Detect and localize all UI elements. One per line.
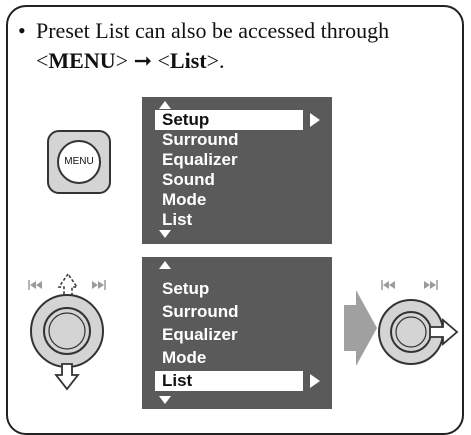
scroll-down-icon [159,396,171,404]
menu-item: List [162,210,193,229]
skip-back-icon [28,280,42,290]
skip-forward-icon [92,280,106,290]
menu-item: Sound [162,170,215,189]
menu-keyword: MENU [48,48,116,73]
scroll-up-icon [159,261,171,269]
right-arrow-icon [429,318,459,346]
menu-item: Setup [162,279,210,298]
menu-item: Setup [155,110,303,130]
up-arrow-icon [57,272,79,298]
dial-icon[interactable] [0,0,471,422]
menu-button-label: MENU [57,140,101,184]
menu-item: Equalizer [162,150,238,169]
skip-forward-icon [424,280,438,290]
dial-icon[interactable] [0,0,471,422]
menu-item: List [155,371,303,391]
dial-inner [390,311,432,353]
submenu-arrow-icon [310,374,320,388]
dial-inner [43,307,91,355]
note-text: • Preset List can also be accessed throu… [18,16,456,76]
scroll-up-icon [159,101,171,109]
menu-item: Surround [162,130,239,149]
skip-back-icon [381,280,395,290]
list-keyword: List [169,48,207,73]
menu-item: Mode [162,348,207,367]
menu-item: Mode [162,190,207,209]
right-arrow-icon [344,290,377,366]
display-screen-top: Setup Surround Equalizer Sound Mode List [142,97,332,244]
note-line-2: <MENU> ➞ <List>. [36,48,225,73]
submenu-arrow-icon [310,113,320,127]
scroll-down-icon [159,230,171,238]
menu-item: Surround [162,302,239,321]
bullet: • [18,18,26,43]
display-screen-bottom: Setup Surround Equalizer Mode List [142,257,332,409]
down-arrow-icon [54,363,80,391]
menu-button-icon[interactable]: MENU [47,130,111,194]
note-line-1: Preset List can also be accessed through [36,18,390,43]
arrow-glyph: ➞ [133,48,152,73]
menu-item: Equalizer [162,325,238,344]
